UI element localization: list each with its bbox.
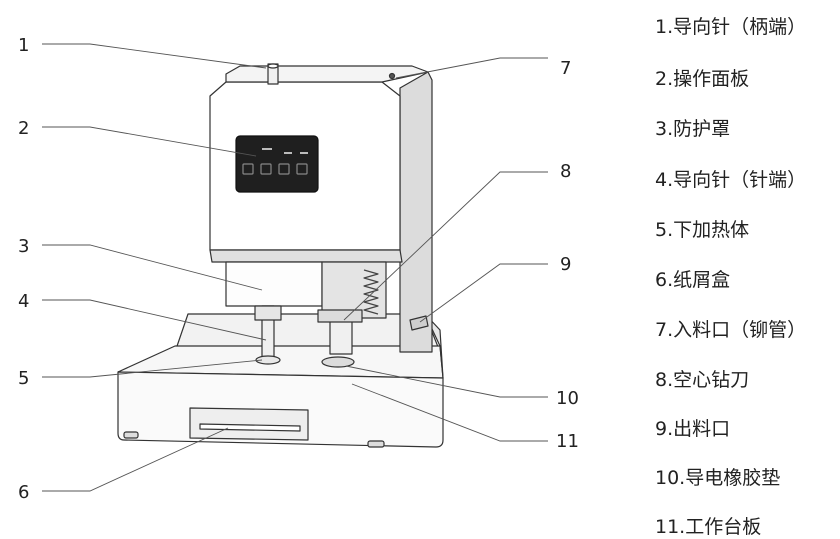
leader-6 (42, 427, 229, 492)
leader-3 (42, 244, 263, 291)
feed-inlet (388, 72, 396, 80)
guide-pin-clamp (254, 305, 282, 321)
callout-1: 1 (18, 35, 29, 56)
foot-right (367, 440, 385, 448)
panel-indicators (262, 148, 308, 154)
legend-item-9: 9.出料口 (655, 418, 731, 440)
drill-chuck (317, 309, 363, 323)
leader-7 (395, 57, 548, 79)
base-right-side (424, 313, 444, 379)
callout-8: 8 (560, 161, 571, 182)
callout-3: 3 (18, 236, 29, 257)
legend-item-6: 6.纸屑盒 (655, 269, 731, 291)
spindle-spring (363, 269, 379, 315)
control-panel (235, 135, 319, 193)
foot-left (123, 431, 139, 439)
housing-top (225, 65, 429, 83)
leader-4 (42, 299, 267, 341)
callout-10: 10 (556, 388, 579, 409)
legend-item-4: 4.导向针（针端） (655, 169, 807, 191)
lower-heater (255, 355, 281, 365)
callout-4: 4 (18, 291, 29, 312)
leader-lines (42, 43, 548, 492)
housing-lip (209, 249, 403, 263)
legend-item-8: 8.空心钻刀 (655, 369, 750, 391)
callout-11: 11 (556, 431, 579, 452)
legend-item-3: 3.防护罩 (655, 118, 731, 140)
callout-5: 5 (18, 368, 29, 389)
callout-2: 2 (18, 118, 29, 139)
leader-1 (42, 43, 267, 69)
leader-11 (351, 383, 548, 442)
legend-item-1: 1.导向针（柄端） (655, 16, 807, 38)
legend-item-10: 10.导电橡胶垫 (655, 467, 781, 489)
leader-5 (42, 359, 263, 378)
callout-7: 7 (560, 58, 571, 79)
legend-item-11: 11.工作台板 (655, 516, 762, 538)
legend-item-5: 5.下加热体 (655, 219, 750, 241)
leader-2 (42, 126, 257, 157)
guide-pin-cap (267, 63, 279, 69)
leader-8 (343, 171, 548, 321)
column-side (399, 71, 433, 353)
legend-item-7: 7.入料口（铆管） (655, 319, 807, 341)
panel-buttons (242, 163, 308, 175)
callout-6: 6 (18, 482, 29, 503)
leader-10 (345, 365, 548, 398)
callout-9: 9 (560, 254, 571, 275)
callout-numbers: 1 2 3 4 5 6 7 8 9 10 11 (18, 35, 579, 503)
leader-9 (419, 263, 548, 323)
machine-illustration (117, 63, 444, 448)
hollow-drill (329, 317, 353, 355)
rubber-pad (321, 356, 355, 368)
legend-item-2: 2.操作面板 (655, 68, 750, 90)
